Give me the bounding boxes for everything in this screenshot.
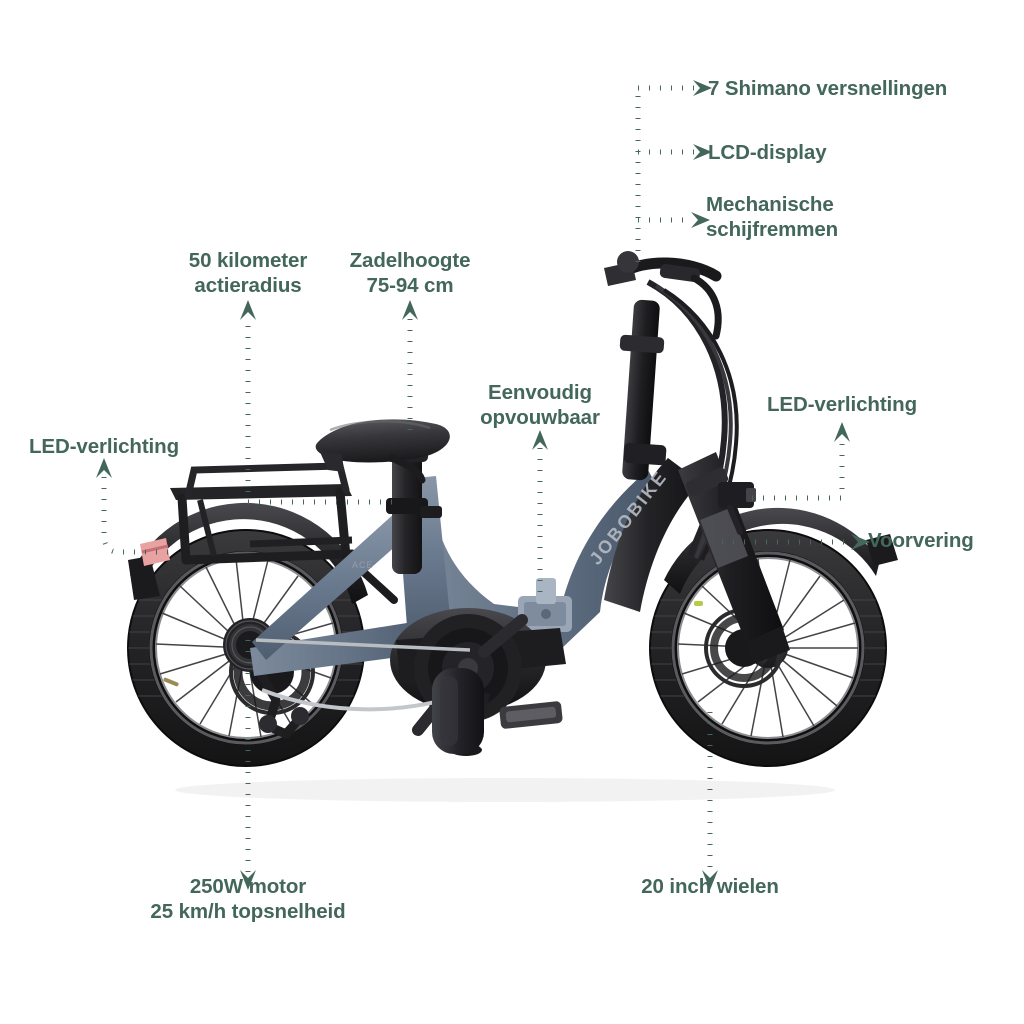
- callout-label-display: LCD-display: [708, 141, 827, 164]
- callout-label-led-rear: LED-verlichting: [29, 435, 179, 458]
- callout-label-suspension: Voorvering: [868, 529, 974, 552]
- callout-label-saddle: Zadelhoogte 75-94 cm: [349, 249, 471, 297]
- battery: [432, 668, 484, 754]
- mid-drive-motor: [390, 608, 566, 736]
- front-suspension-fork: [678, 452, 790, 664]
- callout-label-wheels: 20 inch wielen: [641, 875, 779, 898]
- callout-label-gears: 7 Shimano versnellingen: [708, 77, 948, 100]
- folding-hinge: [518, 578, 572, 632]
- rear-fender: [130, 502, 368, 604]
- saddle: [315, 419, 450, 484]
- frame-sub-text: ACE: [352, 560, 374, 570]
- callout-label-led-front: LED-verlichting: [767, 393, 917, 416]
- frame: [250, 458, 700, 676]
- callout-label-range: 50 kilometer actieradius: [188, 249, 308, 297]
- callout-label-motor: 250W motor 25 km/h topsnelheid: [150, 875, 346, 923]
- callout-label-folding: Eenvoudig opvouwbaar: [480, 381, 600, 429]
- callout-label-brakes: Mechanische schijfremmen: [706, 193, 839, 241]
- steerer-tube: [619, 299, 667, 481]
- pedal: [499, 701, 563, 729]
